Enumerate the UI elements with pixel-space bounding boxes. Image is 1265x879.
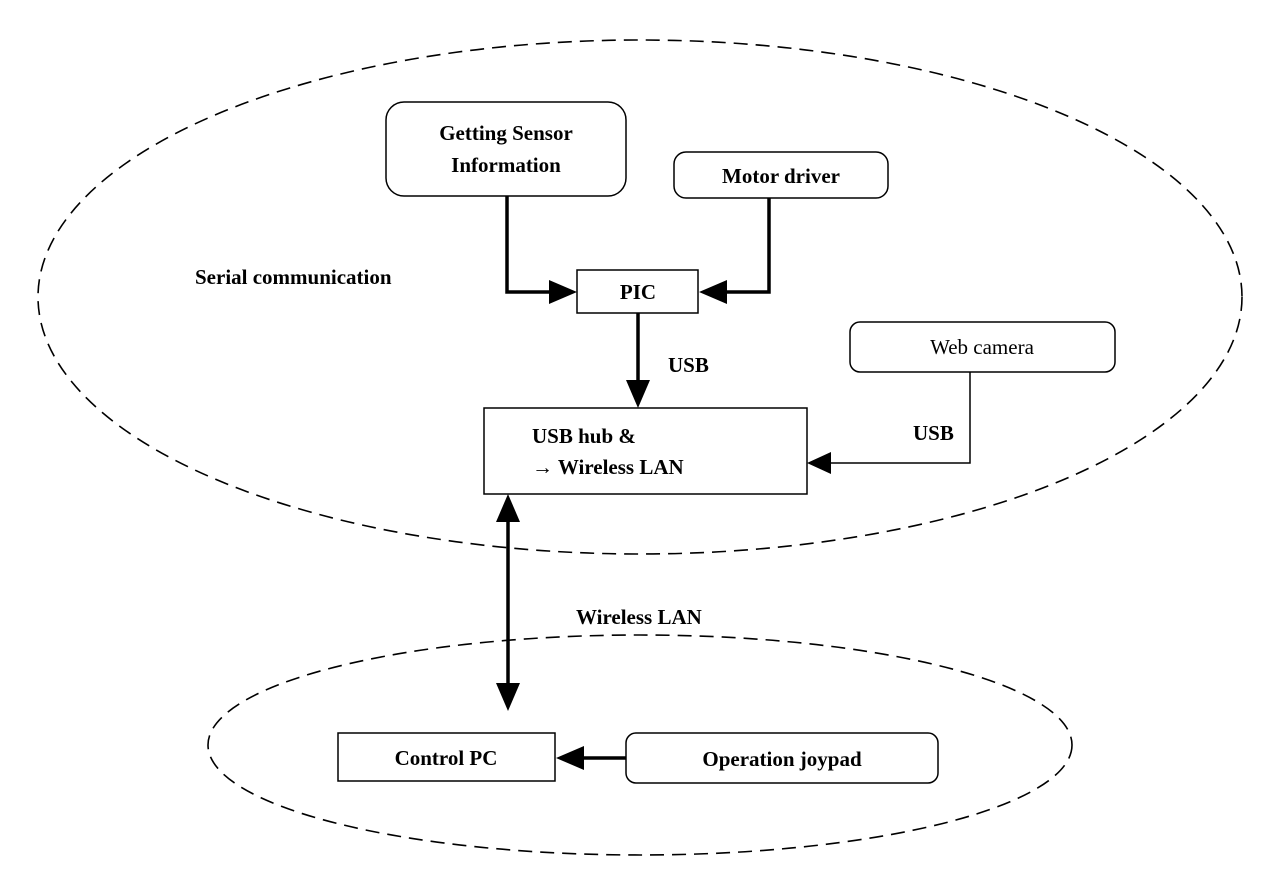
node-pic-label: PIC: [620, 280, 656, 304]
node-motor-driver: Motor driver: [673, 151, 889, 199]
node-sensor-label-line1: Getting Sensor: [439, 121, 573, 145]
node-web-camera-label: Web camera: [930, 335, 1035, 359]
arrowhead-to-hub: [496, 494, 520, 522]
arrowhead-pic-to-hub: [626, 380, 650, 408]
operator-side-boundary: [207, 634, 1073, 856]
label-wireless-lan: Wireless LAN: [576, 605, 702, 629]
node-pic: PIC: [576, 269, 699, 314]
node-operation-joypad: Operation joypad: [625, 732, 939, 784]
node-motor-driver-label: Motor driver: [722, 164, 840, 188]
arrowhead-motor-to-pic: [699, 280, 727, 304]
node-control-pc: Control PC: [337, 732, 556, 782]
connector-motor-to-pic: [727, 198, 771, 294]
node-usb-hub-label-line1: USB hub &: [532, 424, 636, 448]
node-sensor: Getting Sensor Information: [385, 101, 627, 197]
label-usb-pic-hub: USB: [668, 353, 709, 377]
arrowhead-sensor-to-pic: [549, 280, 577, 304]
node-usb-hub: USB hub & → Wireless LAN: [483, 407, 808, 495]
arrowhead-joypad-to-control-pc: [556, 746, 584, 770]
node-web-camera: Web camera: [849, 321, 1116, 373]
node-control-pc-label: Control PC: [395, 746, 498, 770]
connector-sensor-to-pic: [505, 196, 550, 294]
arrowhead-webcam-to-hub: [807, 452, 831, 474]
node-sensor-label-line2: Information: [451, 153, 561, 177]
node-usb-hub-label-line2: → Wireless LAN: [532, 455, 684, 479]
node-operation-joypad-label: Operation joypad: [702, 747, 862, 771]
arrowhead-to-control-pc: [496, 683, 520, 711]
robot-side-boundary: [37, 39, 1243, 555]
label-usb-webcam-hub: USB: [913, 421, 954, 445]
connector-webcam-to-hub: [830, 372, 971, 464]
label-serial-communication: Serial communication: [195, 265, 392, 289]
